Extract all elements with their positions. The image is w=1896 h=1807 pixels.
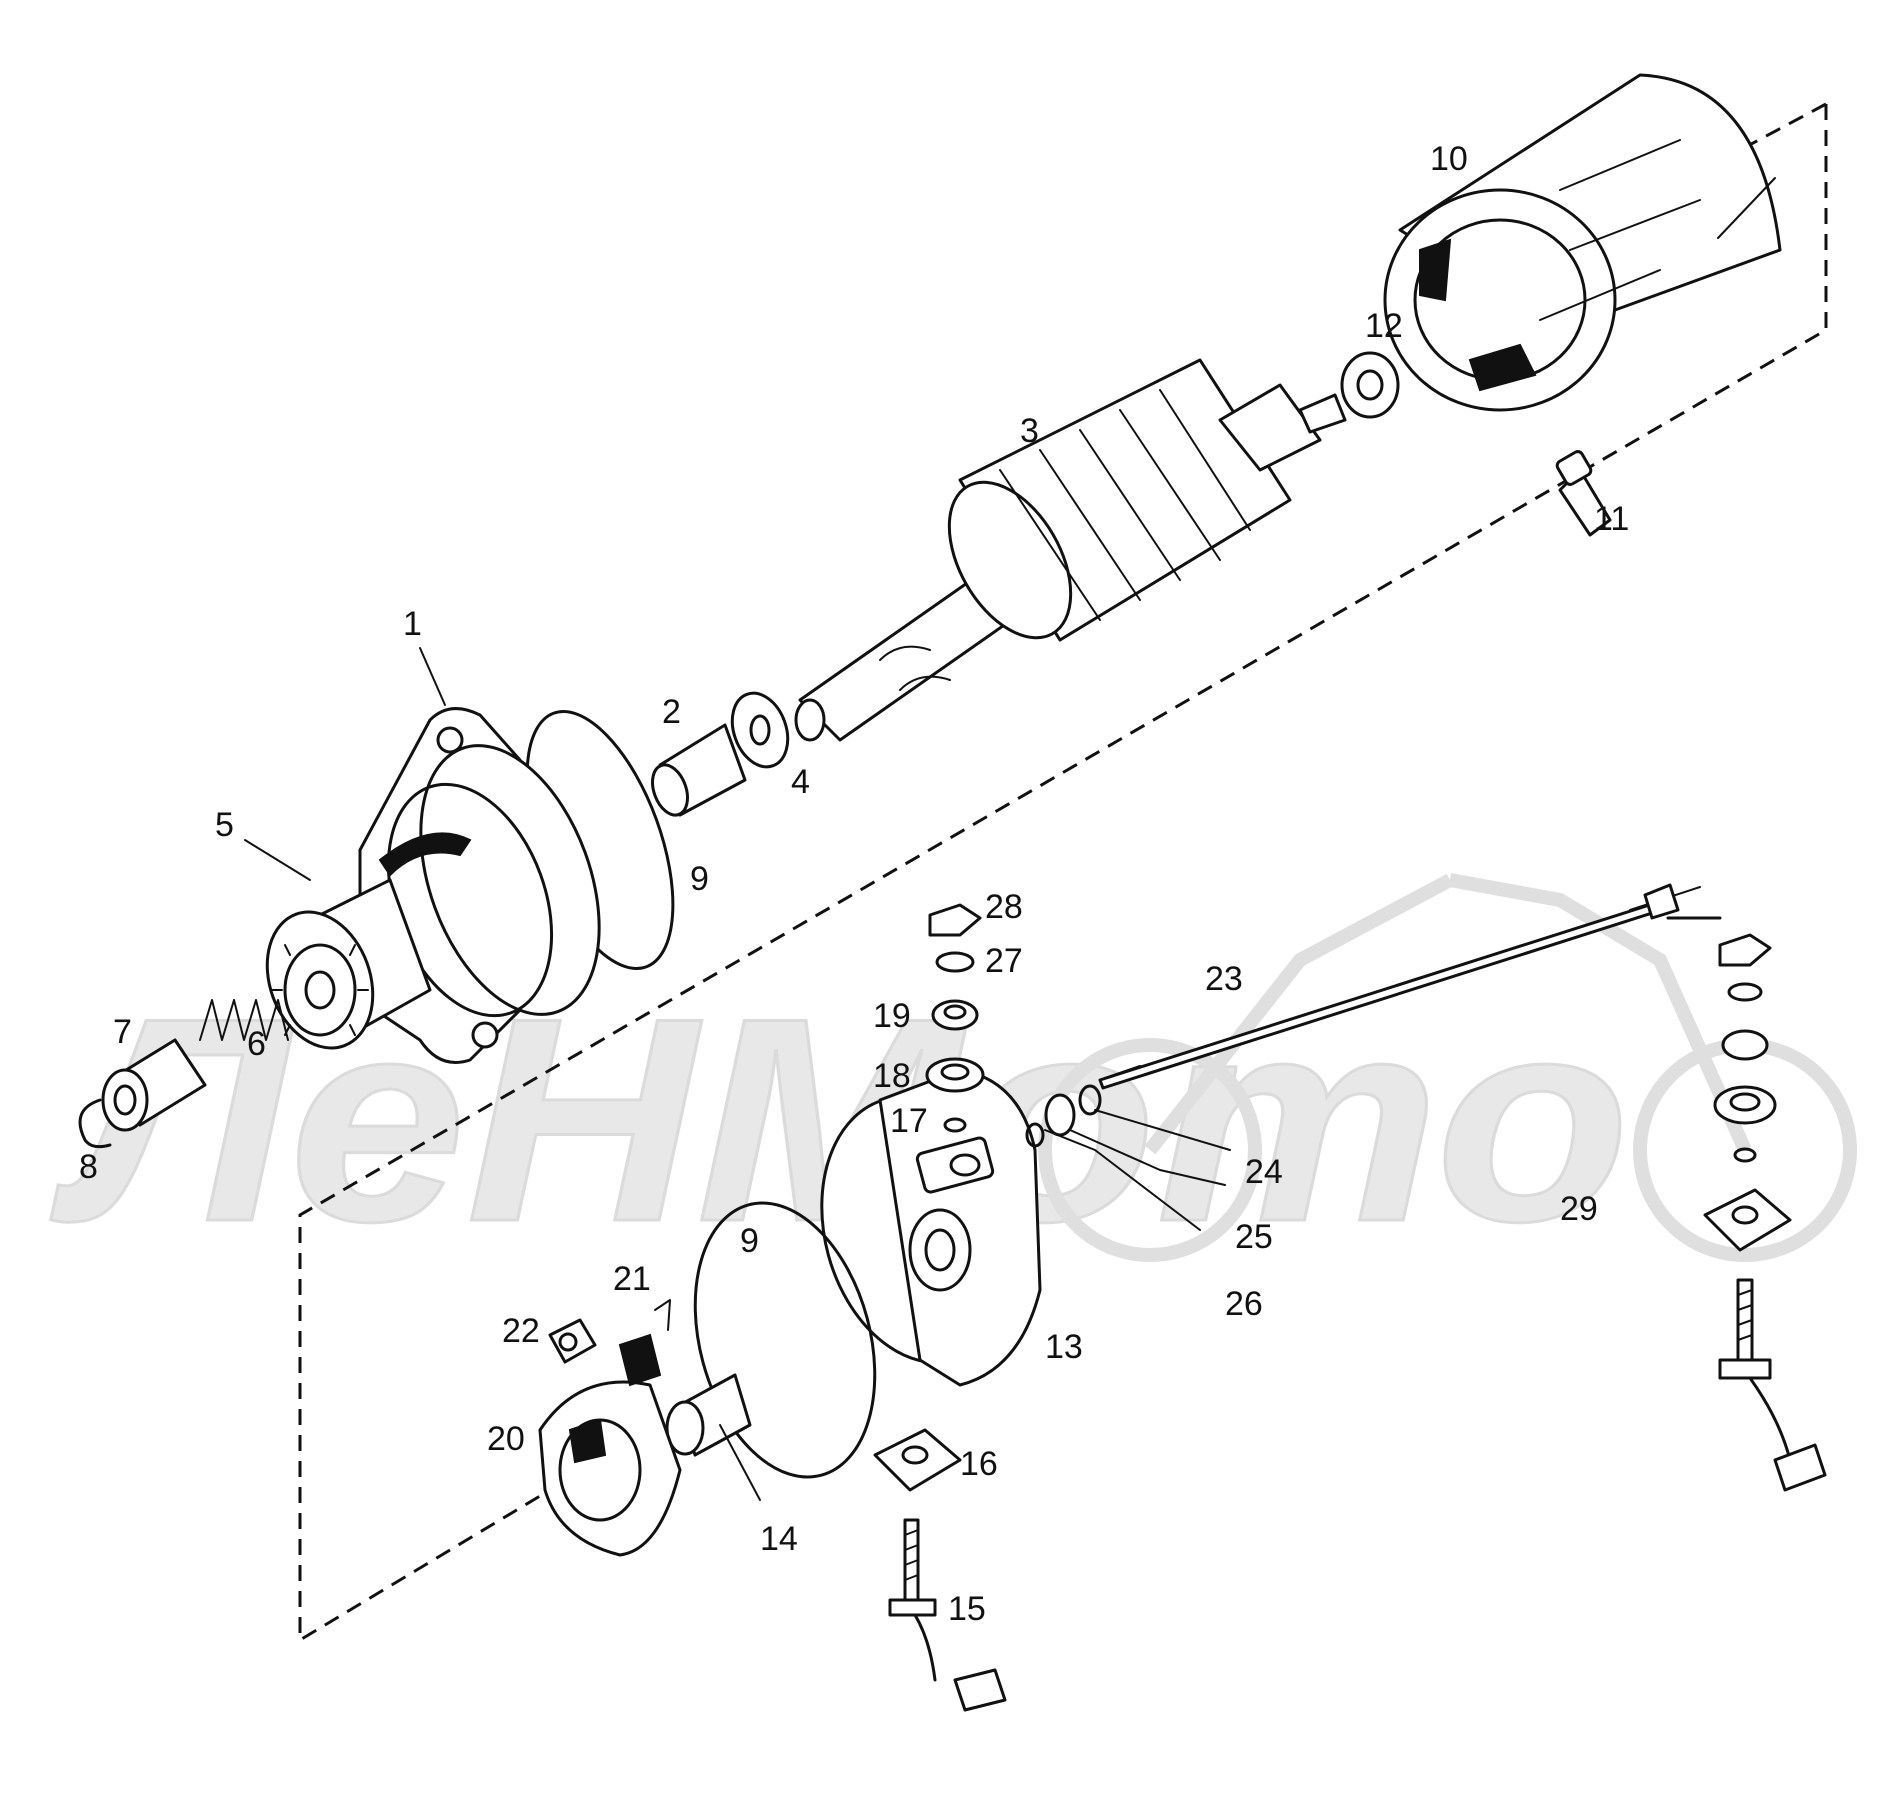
o-ring-rear (693, 1201, 877, 1479)
watermark-motorcycle-icon (1038, 873, 1857, 1262)
rear-bushing (665, 1373, 752, 1457)
terminal-kit (1666, 916, 1827, 1492)
callout-12: 12 (1365, 307, 1403, 345)
callout-21: 21 (613, 1260, 651, 1298)
callout-9-upper: 9 (690, 860, 709, 898)
callout-7: 7 (113, 1013, 132, 1051)
armature-bushing (1340, 351, 1400, 419)
brush-spring (618, 1299, 671, 1387)
callout-17: 17 (890, 1102, 928, 1140)
callout-29: 29 (1560, 1190, 1598, 1228)
callout-3: 3 (1020, 412, 1039, 450)
callout-11: 11 (1594, 500, 1629, 538)
callout-26: 26 (1225, 1285, 1263, 1323)
callout-24: 24 (1245, 1153, 1283, 1191)
terminal-insulator (873, 1428, 962, 1492)
front-bushing (651, 723, 747, 817)
armature (794, 358, 1347, 742)
callout-5: 5 (215, 806, 234, 844)
leader-lines (244, 177, 1776, 1501)
callout-6: 6 (247, 1025, 266, 1063)
callout-9-lower: 9 (740, 1222, 759, 1260)
through-bolt-washers (1025, 1084, 1102, 1148)
callout-22: 22 (502, 1312, 540, 1350)
callout-4: 4 (791, 763, 810, 801)
front-cover (358, 707, 601, 1064)
circlip (78, 1098, 112, 1149)
brush-plate (538, 1380, 682, 1557)
callout-19: 19 (873, 997, 911, 1035)
callout-16: 16 (960, 1445, 998, 1483)
callout-13: 13 (1045, 1328, 1083, 1366)
yoke-housing (1383, 73, 1782, 412)
callout-18: 18 (873, 1057, 911, 1095)
callout-10: 10 (1430, 140, 1468, 178)
pinion-gear (265, 878, 432, 1050)
callout-2: 2 (662, 693, 681, 731)
callouts: 1 2 3 4 5 6 7 8 9 9 10 11 12 13 14 15 16… (79, 140, 1629, 1628)
callout-25: 25 (1235, 1218, 1273, 1256)
stop-collar (101, 1038, 207, 1132)
terminal-bolt (1555, 450, 1612, 537)
callout-27: 27 (985, 942, 1023, 980)
callout-14: 14 (760, 1520, 798, 1558)
through-bolt (1098, 883, 1701, 1090)
rear-cover (820, 1068, 1042, 1387)
return-spring (199, 999, 289, 1041)
thrust-washer (730, 691, 790, 769)
callout-20: 20 (487, 1420, 525, 1458)
callout-23: 23 (1205, 960, 1243, 998)
terminal-brush-lead (888, 1518, 1007, 1712)
callout-8: 8 (79, 1148, 98, 1186)
brush-holder (548, 1318, 597, 1364)
callout-15: 15 (948, 1590, 986, 1628)
callout-1: 1 (403, 605, 422, 643)
assembly-outline (298, 102, 1828, 1643)
callout-28: 28 (985, 888, 1023, 926)
terminal-fastener-stack (925, 903, 985, 1133)
